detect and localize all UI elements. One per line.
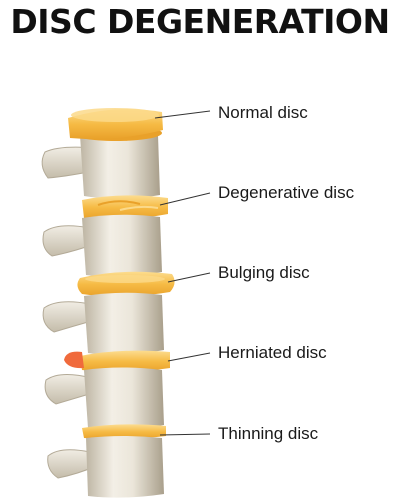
leader-line-degenerative <box>159 192 211 206</box>
label-normal-disc: Normal disc <box>218 103 308 122</box>
leader-line-thinning <box>159 433 211 436</box>
leader-line-herniated <box>167 352 211 362</box>
leader-line-normal <box>154 110 211 119</box>
vertebra-4 <box>44 367 164 430</box>
leader-line-bulging <box>167 272 211 283</box>
vertebra-2 <box>42 214 162 277</box>
label-herniated-disc: Herniated disc <box>218 343 327 362</box>
vertebra-1 <box>41 131 160 199</box>
label-thinning-disc: Thinning disc <box>218 424 319 443</box>
label-degenerative-disc: Degenerative disc <box>218 183 355 202</box>
disc-degenerative <box>82 195 168 220</box>
disc-bulging <box>77 271 175 297</box>
disc-herniated <box>64 350 170 373</box>
label-bulging-disc: Bulging disc <box>218 263 310 282</box>
vertebra-5 <box>47 436 164 498</box>
diagram-title: DISC DEGENERATION <box>10 2 390 41</box>
leader-lines <box>154 110 211 436</box>
disc-normal <box>68 108 163 141</box>
vertebra-3 <box>42 292 164 355</box>
disc-thinning <box>82 424 166 440</box>
